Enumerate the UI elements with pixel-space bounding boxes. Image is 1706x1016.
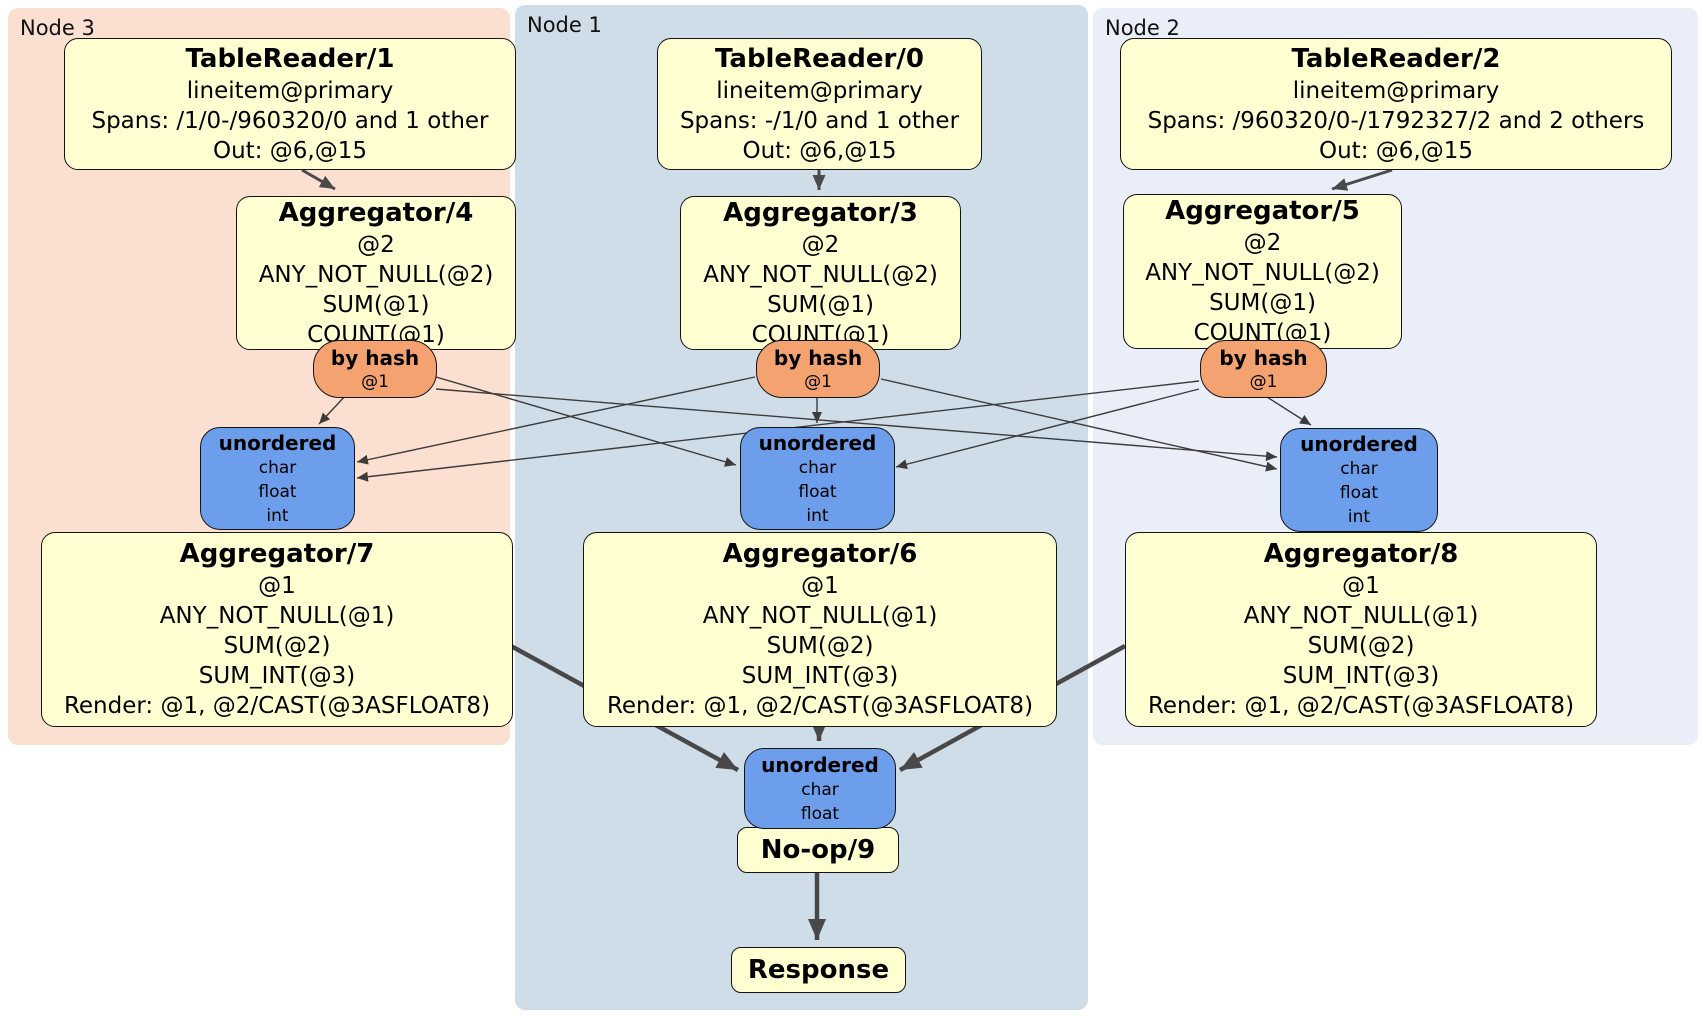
aggregator3-title: Aggregator/3 — [723, 197, 918, 228]
node1-sync-col2: float — [798, 481, 837, 502]
tablereader1-index: lineitem@primary — [186, 77, 394, 104]
aggregator6-title: Aggregator/6 — [722, 539, 918, 569]
tablereader0-index: lineitem@primary — [716, 77, 923, 104]
aggregator7-fn2: SUM(@2) — [223, 633, 331, 659]
aggregator8-render: Render: @1, @2/CAST(@3ASFLOAT8) — [1147, 693, 1575, 719]
aggregator5-box: Aggregator/5 @2 ANY_NOT_NULL(@2) SUM(@1)… — [1123, 194, 1402, 349]
aggregator5-group-col: @2 — [1243, 230, 1282, 256]
aggregator5-title: Aggregator/5 — [1165, 196, 1360, 226]
node3-sync-label: unordered — [218, 430, 337, 455]
aggregator6-box: Aggregator/6 @1 ANY_NOT_NULL(@1) SUM(@2)… — [583, 532, 1057, 727]
aggregator3-group-col: @2 — [801, 231, 840, 258]
tablereader1-title: TableReader/1 — [185, 43, 395, 74]
node3-unordered-sync: unordered char float int — [200, 427, 355, 530]
response-box: Response — [731, 947, 906, 993]
aggregator8-group-col: @1 — [1342, 573, 1380, 599]
aggregator8-box: Aggregator/8 @1 ANY_NOT_NULL(@1) SUM(@2)… — [1125, 532, 1597, 727]
node3-sync-col2: float — [258, 481, 297, 502]
node3-sync-col1: char — [258, 457, 297, 478]
node3-hash-router: by hash @1 — [313, 340, 437, 398]
node1-hash-router: by hash @1 — [756, 340, 880, 398]
aggregator3-fn1: ANY_NOT_NULL(@2) — [703, 261, 938, 288]
aggregator5-fn2: SUM(@1) — [1209, 290, 1316, 316]
aggregator7-render: Render: @1, @2/CAST(@3ASFLOAT8) — [63, 693, 491, 719]
tablereader0-box: TableReader/0 lineitem@primary Spans: -/… — [657, 38, 982, 170]
tablereader2-index: lineitem@primary — [1292, 77, 1500, 104]
aggregator3-fn2: SUM(@1) — [767, 291, 874, 318]
final-unordered-sync: unordered char float — [744, 748, 896, 829]
tablereader0-spans: Spans: -/1/0 and 1 other — [679, 107, 960, 134]
final-sync-label: unordered — [761, 752, 879, 777]
aggregator7-fn1: ANY_NOT_NULL(@1) — [159, 603, 395, 629]
node1-sync-label: unordered — [758, 430, 877, 455]
tablereader2-box: TableReader/2 lineitem@primary Spans: /9… — [1120, 38, 1672, 170]
final-sync-col2: float — [800, 803, 840, 824]
node1-region-label: Node 1 — [527, 13, 602, 37]
node1-unordered-sync: unordered char float int — [740, 427, 895, 530]
aggregator7-title: Aggregator/7 — [179, 539, 375, 569]
aggregator7-group-col: @1 — [258, 573, 296, 599]
response-title: Response — [747, 955, 890, 985]
noop-box: No-op/9 — [737, 827, 899, 873]
tablereader1-box: TableReader/1 lineitem@primary Spans: /1… — [64, 38, 516, 170]
node2-sync-col1: char — [1340, 459, 1378, 479]
aggregator6-fn2: SUM(@2) — [766, 633, 874, 659]
aggregator3-box: Aggregator/3 @2 ANY_NOT_NULL(@2) SUM(@1)… — [680, 196, 961, 350]
node3-hash-router-key: @1 — [361, 371, 389, 392]
tablereader0-title: TableReader/0 — [715, 43, 924, 74]
node2-hash-router-label: by hash — [1219, 345, 1308, 370]
aggregator6-group-col: @1 — [801, 573, 839, 599]
node3-sync-col3: int — [266, 505, 289, 526]
tablereader0-out: Out: @6,@15 — [742, 137, 897, 164]
aggregator4-fn2: SUM(@1) — [322, 291, 430, 318]
aggregator6-fn3: SUM_INT(@3) — [741, 663, 899, 689]
aggregator8-fn1: ANY_NOT_NULL(@1) — [1243, 603, 1479, 629]
aggregator7-box: Aggregator/7 @1 ANY_NOT_NULL(@1) SUM(@2)… — [41, 532, 513, 727]
tablereader1-spans: Spans: /1/0-/960320/0 and 1 other — [91, 107, 489, 134]
tablereader2-out: Out: @6,@15 — [1319, 137, 1473, 164]
node2-hash-router-key: @1 — [1249, 371, 1278, 392]
noop-title: No-op/9 — [760, 835, 876, 865]
aggregator4-group-col: @2 — [357, 231, 395, 258]
tablereader1-out: Out: @6,@15 — [213, 137, 367, 164]
node1-sync-col1: char — [798, 457, 837, 478]
node2-sync-col2: float — [1339, 483, 1379, 503]
aggregator6-render: Render: @1, @2/CAST(@3ASFLOAT8) — [606, 693, 1034, 719]
aggregator4-fn1: ANY_NOT_NULL(@2) — [258, 261, 494, 288]
node1-sync-col3: int — [806, 505, 829, 526]
aggregator6-fn1: ANY_NOT_NULL(@1) — [702, 603, 938, 629]
final-sync-col1: char — [801, 779, 839, 800]
aggregator5-fn1: ANY_NOT_NULL(@2) — [1145, 260, 1380, 286]
aggregator8-fn3: SUM_INT(@3) — [1282, 663, 1440, 689]
aggregator7-fn3: SUM_INT(@3) — [198, 663, 356, 689]
tablereader2-title: TableReader/2 — [1291, 43, 1501, 74]
node2-hash-router: by hash @1 — [1200, 340, 1327, 398]
node3-hash-router-label: by hash — [330, 345, 420, 370]
aggregator8-fn2: SUM(@2) — [1307, 633, 1415, 659]
node2-unordered-sync: unordered char float int — [1280, 428, 1438, 532]
node2-region-label: Node 2 — [1105, 16, 1180, 40]
node3-region-label: Node 3 — [20, 16, 95, 40]
node1-hash-router-key: @1 — [804, 371, 832, 392]
aggregator8-title: Aggregator/8 — [1263, 539, 1459, 569]
node1-hash-router-label: by hash — [773, 345, 863, 370]
node2-sync-col3: int — [1347, 507, 1371, 527]
tablereader2-spans: Spans: /960320/0-/1792327/2 and 2 others — [1147, 107, 1645, 134]
aggregator4-title: Aggregator/4 — [278, 197, 474, 228]
aggregator4-box: Aggregator/4 @2 ANY_NOT_NULL(@2) SUM(@1)… — [236, 196, 516, 350]
node2-sync-label: unordered — [1300, 432, 1418, 456]
